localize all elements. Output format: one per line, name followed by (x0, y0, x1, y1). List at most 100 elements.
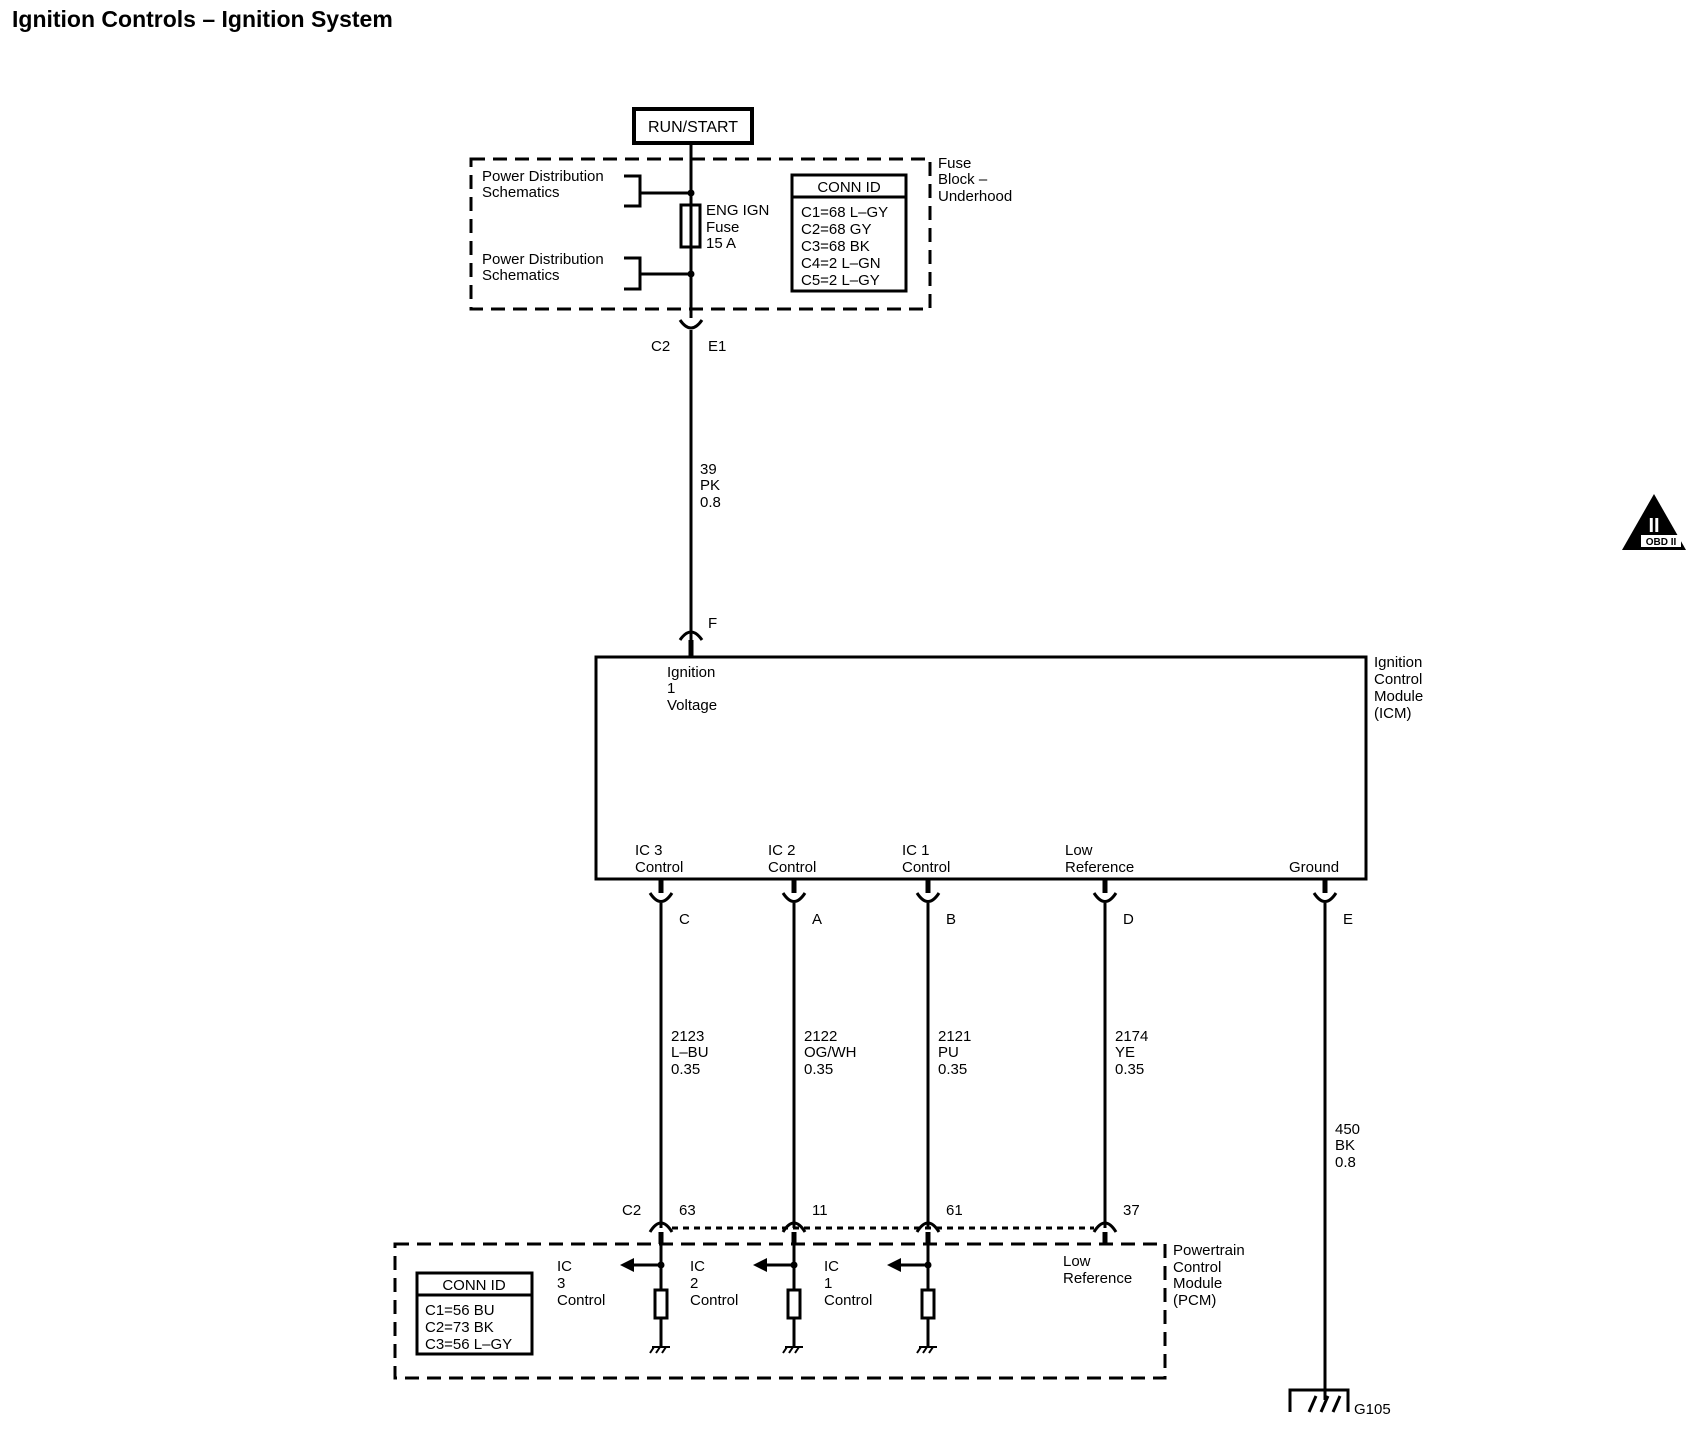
wire-color: L–BU (671, 1044, 709, 1061)
pcm-input-label: 3 (557, 1275, 565, 1292)
icm-pin-label: Reference (1065, 859, 1134, 876)
pcm-connector-name: C2 (622, 1202, 641, 1219)
ref-1-bracket (624, 174, 691, 208)
wire-size: 0.35 (671, 1061, 700, 1078)
power-distribution-ref-1-line-1: Power Distribution (482, 168, 604, 185)
icm-input-label-3: Voltage (667, 697, 717, 714)
wire-circuit: 2174 (1115, 1028, 1148, 1045)
icm-pin-label: Low (1065, 842, 1093, 859)
fuse-block-label-3: Underhood (938, 188, 1012, 205)
arrow-left-icon (887, 1258, 901, 1272)
icm-label-4: (ICM) (1374, 705, 1412, 722)
ref-2-bracket (624, 256, 691, 291)
conn-id-row: C5=2 L–GY (801, 272, 880, 289)
pcm-ic3-circuit (620, 1244, 670, 1354)
connector-name: C2 (651, 338, 670, 355)
pcm-input-label: IC (557, 1258, 572, 1275)
obd-text: OBD II (1646, 537, 1677, 548)
fuse-word: Fuse (706, 219, 739, 236)
supply-wire-circuit: 39 (700, 461, 717, 478)
icm-input-label-1: Ignition (667, 664, 715, 681)
icm-label-3: Module (1374, 688, 1423, 705)
resistor-icon (786, 1288, 802, 1320)
powertrain-control-module: Powertrain Control Module (PCM) CONN ID … (393, 1242, 1245, 1380)
wire-circuit: 2121 (938, 1028, 971, 1045)
pcm-input-label: IC (690, 1258, 705, 1275)
power-source-label: RUN/START (648, 119, 738, 136)
wire-circuit: 450 (1335, 1121, 1360, 1138)
conn-id-row: C4=2 L–GN (801, 255, 881, 272)
icm-pin-letter: A (812, 911, 822, 928)
page-title: Ignition Controls – Ignition System (12, 6, 393, 32)
pcm-input-label: IC (824, 1258, 839, 1275)
conn-id-header: CONN ID (817, 179, 881, 196)
icm-pin-label: Control (902, 859, 950, 876)
fuse-block-label-2: Block – (938, 171, 988, 188)
icm-input-label-2: 1 (667, 680, 675, 697)
pcm-input-label: 2 (690, 1275, 698, 1292)
wire-size: 0.35 (938, 1061, 967, 1078)
pcm-conn-id-table: CONN ID C1=56 BU C2=73 BK C3=56 L–GY (415, 1271, 534, 1356)
chassis-ground-icon (649, 1346, 670, 1354)
arrow-left-icon (620, 1258, 634, 1272)
icm-pin-label: IC 2 (768, 842, 796, 859)
obd-numeral: II (1648, 515, 1659, 537)
fuse-block-conn-id-table: CONN ID C1=68 L–GY C2=68 GY C3=68 BK C4=… (790, 173, 908, 293)
wire-color: BK (1335, 1137, 1355, 1154)
pcm-input-label: Low (1063, 1253, 1091, 1270)
pcm-input-label: Control (690, 1292, 738, 1309)
supply-wire-color: PK (700, 477, 720, 494)
fuse-block-label-1: Fuse (938, 155, 971, 172)
power-distribution-ref-2-line-1: Power Distribution (482, 251, 604, 268)
icm-pin-letter: D (1123, 911, 1134, 928)
pcm-pin-number: 11 (812, 1202, 828, 1219)
pcm-pin-number: 61 (946, 1202, 963, 1219)
pcm-input-label: Control (824, 1292, 872, 1309)
connector-f-symbol (678, 630, 704, 641)
pcm-pin-number: 63 (679, 1202, 696, 1219)
conn-id-row: C3=56 L–GY (425, 1336, 512, 1353)
pcm-label-3: Module (1173, 1275, 1222, 1292)
wire-color: YE (1115, 1044, 1135, 1061)
connector-c2-e1-symbol (678, 319, 704, 330)
conn-id-row: C1=56 BU (425, 1302, 495, 1319)
conn-id-row: C2=68 GY (801, 221, 871, 238)
power-source: RUN/START (632, 107, 754, 145)
fuse-rating: 15 A (706, 235, 736, 252)
wire-color: OG/WH (804, 1044, 857, 1061)
conn-id-row: C2=73 BK (425, 1319, 494, 1336)
supply-wire-size: 0.8 (700, 494, 721, 511)
obd-ii-badge: II OBD II (1622, 494, 1686, 550)
conn-id-row: C3=68 BK (801, 238, 870, 255)
connector-pin: E1 (708, 338, 726, 355)
chassis-ground-icon (916, 1346, 937, 1354)
pcm-pin-number: 37 (1123, 1202, 1140, 1219)
wire-size: 0.8 (1335, 1154, 1356, 1171)
icm-pin-letter: E (1343, 911, 1353, 928)
pcm-input-label: Control (557, 1292, 605, 1309)
wire-circuit: 2122 (804, 1028, 837, 1045)
icm-label-1: Ignition (1374, 654, 1422, 671)
signal-wires (659, 903, 1327, 1400)
icm-label-2: Control (1374, 671, 1422, 688)
wire-circuit: 2123 (671, 1028, 704, 1045)
pcm-label-4: (PCM) (1173, 1292, 1216, 1309)
icm-pin-label: Control (768, 859, 816, 876)
ignition-control-module: Ignition Control Module (ICM) Ignition 1… (594, 654, 1423, 881)
resistor-icon (920, 1288, 936, 1320)
pcm-ic2-circuit (753, 1244, 803, 1354)
pcm-label-2: Control (1173, 1259, 1221, 1276)
power-distribution-ref-2-line-2: Schematics (482, 267, 560, 284)
wire-color: PU (938, 1044, 959, 1061)
icm-input-pin: F (708, 615, 717, 632)
ground-label: G105 (1354, 1401, 1391, 1418)
fuse-block: Fuse Block – Underhood Power Distributio… (469, 155, 1012, 311)
pcm-ic1-circuit (887, 1244, 937, 1354)
pcm-label-1: Powertrain (1173, 1242, 1245, 1259)
fuse-name: ENG IGN (706, 202, 769, 219)
icm-pin-letter: C (679, 911, 690, 928)
pcm-input-label: Reference (1063, 1270, 1132, 1287)
icm-pin-letter: B (946, 911, 956, 928)
power-distribution-ref-1-line-2: Schematics (482, 184, 560, 201)
